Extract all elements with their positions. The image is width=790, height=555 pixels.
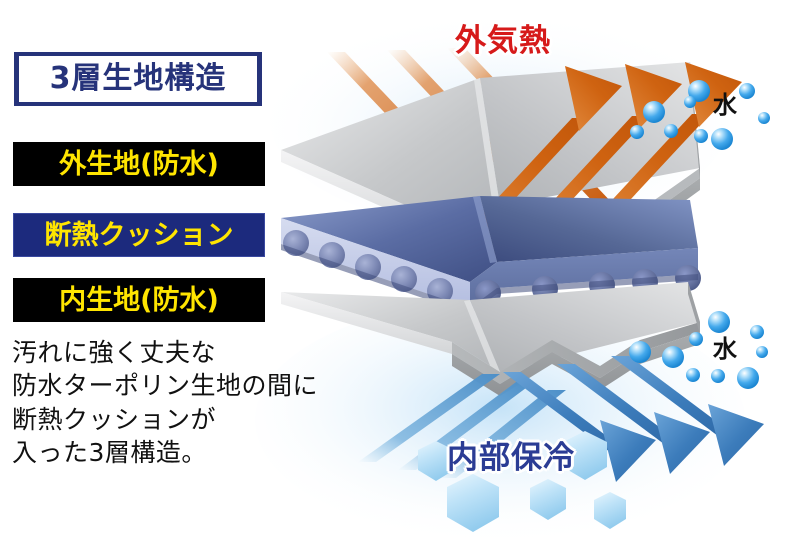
layer-label-outer-text: 外生地(防水)	[59, 148, 219, 180]
layer-label-outer: 外生地(防水)	[13, 142, 265, 186]
page-title-inner: 3層生地構造	[18, 55, 258, 103]
layer-label-cushion: 断熱クッション	[13, 213, 265, 257]
layer-label-inner: 内生地(防水)	[13, 278, 265, 322]
description-line-4: 入った3層構造。	[12, 437, 207, 467]
description-text: 汚れに強く丈夫な 防水ターポリン生地の間に 断熱クッションが 入った3層構造。	[12, 336, 372, 469]
cold-arrow-icon	[358, 356, 764, 482]
layer-plate-inner	[281, 282, 700, 396]
water-bubble-icon	[629, 311, 768, 389]
layer-label-cushion-text: 断熱クッション	[44, 219, 234, 251]
water-bubble-icon	[630, 80, 770, 150]
page-title: 3層生地構造	[49, 61, 227, 96]
cool-annotation-label: 内部保冷	[447, 440, 575, 476]
water-label-top: 水	[713, 91, 737, 119]
description-line-1: 汚れに強く丈夫な	[12, 338, 217, 367]
heat-annotation-label: 外気熱	[455, 23, 551, 59]
ice-crystal-icon	[418, 431, 626, 532]
description-line-3: 断熱クッションが	[12, 404, 217, 434]
layer-label-inner-text: 内生地(防水)	[59, 284, 219, 316]
page-title-box: 3層生地構造	[14, 52, 262, 106]
description-line-2: 防水ターポリン生地の間に	[12, 371, 319, 401]
water-label-bottom: 水	[713, 335, 737, 363]
